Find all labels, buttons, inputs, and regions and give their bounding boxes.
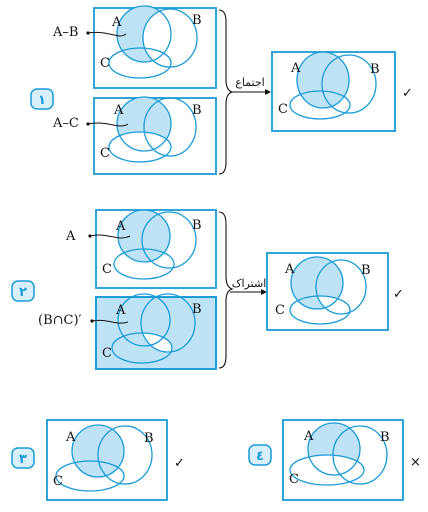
problem-1-operation: اجتماع	[235, 76, 264, 89]
label-b: B	[192, 218, 202, 233]
problem-1-input-1-expression: A–B	[52, 25, 78, 40]
circle-b	[321, 54, 377, 114]
leader-line	[87, 31, 127, 37]
label-c: C	[100, 56, 110, 71]
circle-c	[289, 295, 351, 325]
shaded-region	[297, 52, 349, 108]
label-b: B	[361, 263, 371, 278]
circle-a	[116, 96, 172, 152]
label-c: C	[53, 474, 63, 489]
circle-c	[55, 460, 125, 492]
brace	[218, 211, 234, 369]
check-icon: ✓	[174, 456, 185, 471]
label-c: C	[100, 146, 110, 161]
option-3-venn: A B C	[46, 419, 168, 501]
circle-a	[290, 256, 344, 310]
problem-1-result-venn: A B C	[271, 51, 396, 132]
label-a: A	[290, 61, 301, 76]
problem-2-input-2-expression: (B∩C)′	[38, 313, 82, 328]
circle-c	[289, 90, 351, 120]
label-a: A	[115, 303, 126, 318]
leader-line	[89, 234, 131, 239]
problem-1-badge: ١	[30, 88, 54, 110]
problem-2: ٢ A B C A A B C (B∩C)′	[11, 209, 404, 370]
problem-1-input-2-venn: A B C	[93, 96, 217, 175]
label-b: B	[380, 430, 390, 445]
option-3-number: ٣	[19, 452, 27, 467]
problem-1-input-1-venn: A B C	[93, 5, 217, 89]
label-c: C	[289, 472, 299, 487]
label-a: A	[284, 262, 295, 277]
label-b: B	[192, 103, 202, 118]
problem-2-number: ٢	[19, 285, 27, 300]
problem-2-result-venn: A B C	[266, 252, 389, 331]
circle-a	[117, 209, 171, 263]
cross-icon: ×	[410, 455, 421, 470]
problem-1-number: ١	[38, 93, 46, 108]
circle-a	[116, 5, 172, 63]
option-3-badge: ٣	[11, 447, 35, 469]
circle-c	[289, 454, 365, 486]
leader-line	[87, 122, 129, 127]
shaded-region	[117, 6, 171, 62]
label-a: A	[303, 429, 314, 444]
label-a: A	[65, 430, 76, 445]
check-icon: ✓	[402, 86, 413, 101]
problem-2-input-2-venn: A B C	[95, 293, 217, 370]
problem-2-input-1-expression: A	[65, 229, 76, 244]
label-b: B	[144, 431, 154, 446]
circle-b	[141, 211, 197, 269]
problem-1-input-2-expression: A–C	[52, 116, 79, 131]
shaded-region	[291, 257, 343, 309]
option-4-number: ٤	[256, 449, 264, 464]
problem-2-input-1-venn: A B C	[95, 209, 217, 289]
shaded-region	[118, 210, 170, 262]
circle-a	[296, 51, 350, 109]
label-c: C	[102, 262, 112, 277]
problem-2-operation: اشتراک	[232, 277, 267, 290]
option-4: ٤ A B C ×	[248, 419, 421, 501]
problem-1: ١ A B C A–B A B C A–C	[30, 5, 413, 175]
label-a: A	[113, 103, 124, 118]
circle-a	[307, 422, 361, 476]
circle-c	[108, 131, 172, 163]
option-4-badge: ٤	[248, 444, 272, 466]
label-c: C	[102, 346, 112, 361]
label-a: A	[115, 219, 126, 234]
circle-a	[71, 424, 125, 478]
check-icon: ✓	[393, 287, 404, 302]
label-c: C	[278, 102, 288, 117]
problem-2-badge: ٢	[11, 280, 35, 302]
circle-b	[140, 293, 196, 353]
label-a: A	[111, 15, 122, 30]
label-b: B	[192, 13, 202, 28]
circle-c	[113, 248, 175, 280]
leader-line	[91, 319, 129, 324]
circle-b	[143, 97, 197, 157]
option-4-venn: A B C	[282, 419, 404, 501]
label-b: B	[192, 302, 202, 317]
circle-b	[97, 425, 153, 485]
circle-a	[117, 293, 171, 347]
label-c: C	[275, 303, 285, 318]
label-b: B	[370, 62, 380, 77]
option-3: ٣ A B C ✓	[11, 419, 185, 501]
circle-c	[108, 47, 172, 79]
circle-c	[111, 332, 173, 364]
circle-b	[315, 259, 367, 315]
